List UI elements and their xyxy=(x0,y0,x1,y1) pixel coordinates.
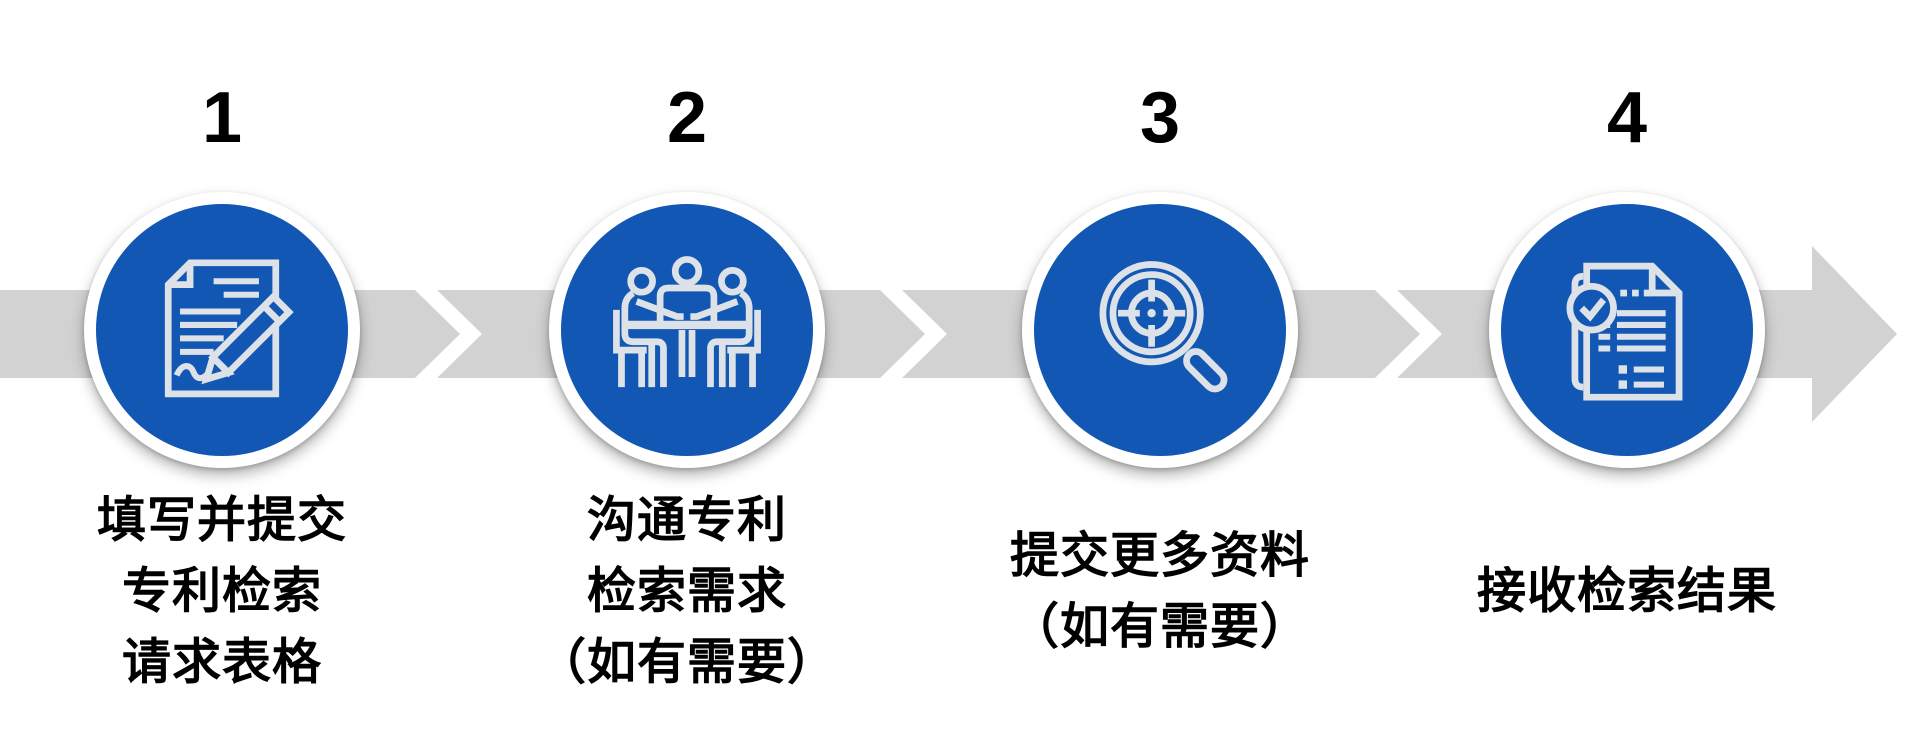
label-line: 请求表格 xyxy=(121,635,322,690)
step-circle xyxy=(1022,192,1298,468)
magnifier-target-icon xyxy=(1099,261,1228,393)
step-circle-inner xyxy=(96,204,348,456)
label-line: 沟通专利 xyxy=(586,493,787,548)
label-line: 提交更多资料 xyxy=(1009,529,1310,583)
step-circle xyxy=(1489,192,1765,468)
label-line: 接收检索结果 xyxy=(1476,564,1777,619)
label-line: 专利检索 xyxy=(121,564,322,619)
step-label: 填写并提交 专利检索 请求表格 xyxy=(12,486,432,699)
label-line: 检索需求 xyxy=(586,564,787,619)
step-number: 2 xyxy=(666,78,708,158)
step-circle xyxy=(549,192,825,468)
step-label: 接收检索结果 xyxy=(1417,557,1837,628)
meeting-discussion-icon xyxy=(613,256,761,388)
label-line: （如有需要） xyxy=(536,635,837,690)
label-line: （如有需要） xyxy=(1009,600,1310,654)
document-pencil-icon xyxy=(164,259,294,398)
step-circle-inner xyxy=(1501,204,1753,456)
step-number: 1 xyxy=(201,78,243,158)
step-number: 4 xyxy=(1606,78,1648,158)
label-line: 填写并提交 xyxy=(96,493,347,548)
step-circle-inner xyxy=(1034,204,1286,456)
step-circle xyxy=(84,192,360,468)
step-label: 提交更多资料 （如有需要） xyxy=(950,521,1370,663)
step-circle-inner xyxy=(561,204,813,456)
step-label: 沟通专利 检索需求 （如有需要） xyxy=(477,486,897,699)
step-number: 3 xyxy=(1139,78,1181,158)
report-checkmark-icon xyxy=(1566,262,1683,401)
